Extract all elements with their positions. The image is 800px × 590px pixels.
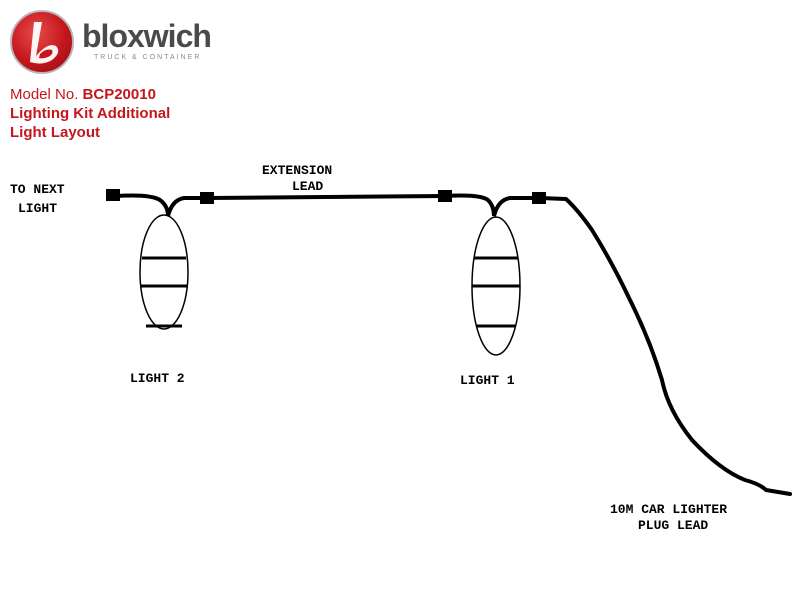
light-1-lamp bbox=[471, 216, 521, 356]
label-light-2: LIGHT 2 bbox=[130, 371, 185, 386]
model-prefix: Model No. bbox=[10, 86, 79, 103]
label-to-next-1: TO NEXT bbox=[10, 182, 65, 197]
plug-lead-cable bbox=[538, 196, 792, 496]
connector-plug-lead bbox=[532, 192, 546, 204]
connector-to-next bbox=[106, 189, 120, 201]
light-2-lamp bbox=[139, 214, 189, 330]
connector-extension-right bbox=[438, 190, 452, 202]
logo-emblem-icon bbox=[10, 10, 74, 74]
label-plug-2: PLUG LEAD bbox=[638, 518, 708, 533]
label-plug-1: 10M CAR LIGHTER bbox=[610, 502, 727, 517]
label-extension-1: EXTENSION bbox=[262, 163, 332, 178]
diagram-heading: Model No. BCP20010 Lighting Kit Addition… bbox=[10, 85, 170, 142]
model-line: Model No. BCP20010 bbox=[10, 85, 170, 104]
label-extension-2: LEAD bbox=[292, 179, 323, 194]
bloxwich-logo: bloxwich TRUCK & CONTAINER bbox=[8, 8, 248, 80]
connector-extension-left bbox=[200, 192, 214, 204]
kit-title: Lighting Kit Additional bbox=[10, 105, 171, 122]
brand-tagline: TRUCK & CONTAINER bbox=[94, 54, 202, 61]
brand-name: bloxwich bbox=[82, 18, 212, 54]
model-number: BCP20010 bbox=[82, 86, 156, 103]
extension-lead bbox=[207, 194, 446, 200]
label-to-next-2: LIGHT bbox=[18, 201, 57, 216]
label-light-1: LIGHT 1 bbox=[460, 373, 515, 388]
layout-title: Light Layout bbox=[10, 124, 100, 141]
cable-light-1 bbox=[443, 193, 542, 217]
cable-to-next-light bbox=[116, 193, 210, 217]
